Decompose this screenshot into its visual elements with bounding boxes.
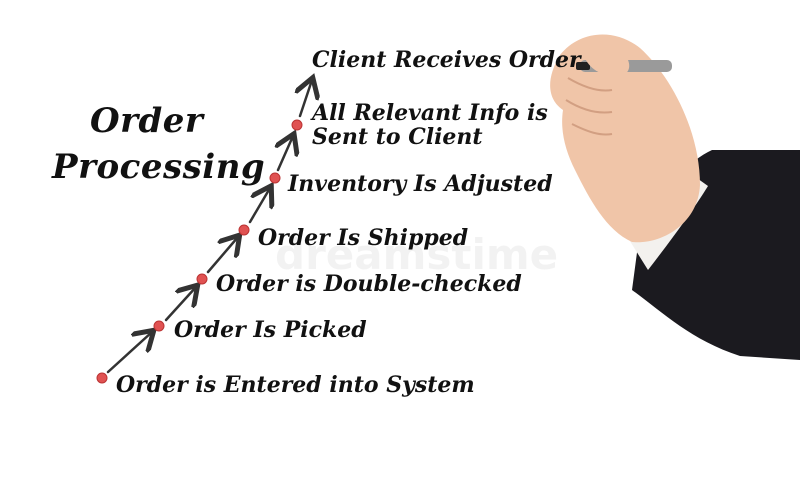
hand-holding-marker-icon	[550, 34, 800, 360]
arrow-1	[106, 332, 152, 374]
arrow-2	[164, 287, 196, 322]
step-dots	[96, 119, 303, 384]
title-line-2: Processing	[52, 147, 266, 187]
step-label-2: Order Is Picked	[174, 317, 367, 343]
diagram-title-line-2: Processing	[52, 150, 265, 184]
step-arrows	[106, 80, 312, 374]
arrow-4	[248, 188, 270, 224]
arrow-3	[206, 237, 238, 274]
step-label-3: Order is Double-checked	[216, 271, 522, 297]
watermark: dreamstime	[275, 230, 559, 279]
arrow-6	[300, 80, 312, 118]
dot-1	[96, 372, 108, 384]
dot-4	[238, 224, 250, 236]
arrow-5	[278, 136, 293, 172]
dot-3	[196, 273, 208, 285]
step-label-1: Order is Entered into System	[116, 372, 475, 398]
title-line-1: Order	[90, 101, 204, 141]
step-label-5: Inventory Is Adjusted	[288, 171, 553, 197]
diagram-title: Order	[90, 104, 203, 138]
dot-2	[153, 320, 165, 332]
step-label-7: Client Receives Order	[312, 47, 581, 73]
step-label-6: All Relevant Info is Sent to Client	[312, 100, 548, 151]
step-label-4: Order Is Shipped	[258, 225, 469, 251]
dot-5	[269, 172, 281, 184]
dot-6	[291, 119, 303, 131]
